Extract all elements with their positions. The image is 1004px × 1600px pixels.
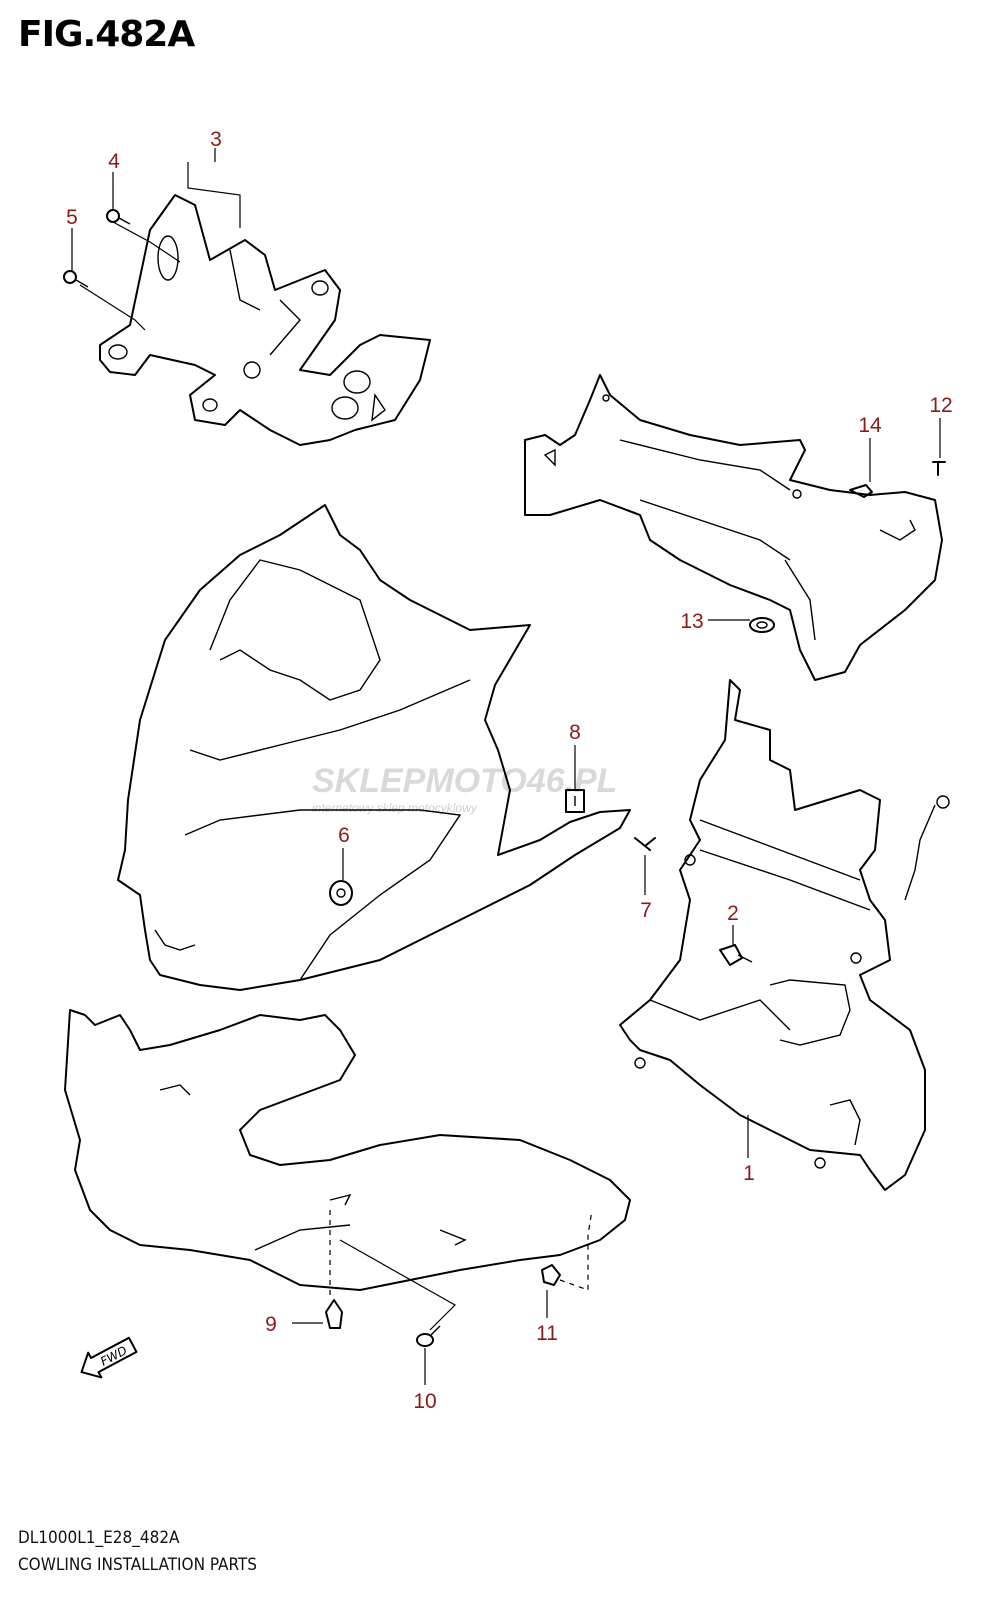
watermark-brand: SKLEPMOTO46.PL — [312, 762, 617, 800]
leader-lines — [71, 148, 941, 1385]
callout-4: 4 — [108, 150, 120, 173]
part-7-screw — [634, 837, 656, 851]
callout-11: 11 — [536, 1322, 558, 1345]
part-11-clip — [541, 1264, 561, 1286]
watermark-tagline: internetowy sklep motocyklowy — [312, 801, 478, 815]
part-lower-cowling — [64, 1009, 631, 1291]
callout-10: 10 — [413, 1390, 436, 1413]
part-6-grommet — [329, 880, 353, 906]
part-1-frame — [619, 679, 950, 1191]
part-14-clip — [849, 484, 873, 498]
callout-8: 8 — [569, 721, 581, 744]
part-3-upper-bracket — [99, 194, 431, 446]
part-4-bolt — [106, 209, 131, 225]
figure-title: FIG.482A — [18, 14, 195, 55]
figure-caption: COWLING INSTALLATION PARTS — [18, 1555, 257, 1575]
callout-2: 2 — [727, 902, 739, 925]
part-inner-panel — [524, 374, 943, 681]
watermark: SKLEPMOTO46.PL internetowy sklep motocyk… — [312, 762, 617, 815]
callout-6: 6 — [338, 824, 350, 847]
part-10-screw — [416, 1325, 441, 1347]
forward-direction-arrow: FWD — [80, 1336, 138, 1379]
model-code: DL1000L1_E28_482A — [18, 1528, 180, 1548]
part-12-screw — [932, 461, 946, 476]
callout-labels: 1 2 3 4 5 6 7 8 9 10 11 12 13 14 — [66, 128, 953, 1413]
part-2-bolt — [719, 944, 753, 966]
callout-14: 14 — [858, 414, 882, 437]
callout-13: 13 — [680, 610, 703, 633]
callout-3: 3 — [210, 128, 222, 151]
part-upper-cowling — [117, 504, 631, 991]
part-5-bolt — [63, 270, 89, 288]
callout-5: 5 — [66, 206, 78, 229]
callout-12: 12 — [929, 394, 952, 417]
part-9-clip — [325, 1299, 343, 1329]
callout-9: 9 — [265, 1313, 277, 1336]
callout-7: 7 — [640, 899, 652, 922]
part-13-grommet — [749, 617, 775, 633]
callout-1: 1 — [743, 1162, 755, 1185]
